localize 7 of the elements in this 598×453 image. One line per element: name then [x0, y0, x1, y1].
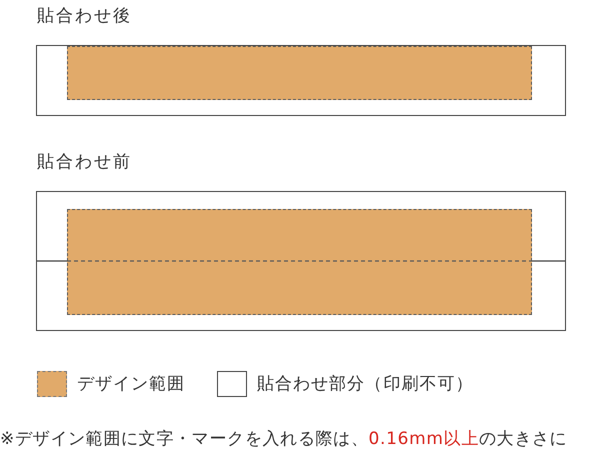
- design-area: [67, 209, 532, 315]
- legend-label: 貼合わせ部分（印刷不可）: [257, 376, 474, 392]
- legend-label: デザイン範囲: [77, 376, 186, 392]
- panel-heading: 貼合わせ後: [37, 8, 132, 25]
- panel-heading: 貼合わせ前: [37, 154, 132, 171]
- note-text: ※デザイン範囲に文字・マークを入れる際は、0.16mm以上の大きさに: [0, 431, 568, 448]
- design-area: [67, 46, 532, 100]
